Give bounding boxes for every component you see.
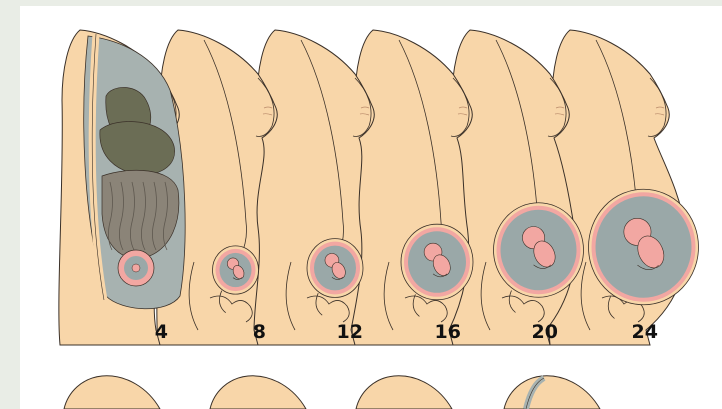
stage-panel-week-12: 12 [254, 30, 374, 345]
week-label: 4 [155, 321, 168, 343]
body-silhouette [352, 30, 472, 345]
week-label: 20 [532, 321, 558, 343]
week-label: 12 [337, 321, 363, 343]
week-label: 24 [632, 321, 658, 343]
embryo [132, 264, 140, 272]
pregnancy-stage-row: 24 20 16 12 8 4 [59, 30, 699, 345]
body-silhouette [254, 30, 374, 345]
week-label: 16 [435, 321, 461, 343]
stage-panel-week-16: 16 [352, 30, 473, 345]
week-label: 8 [253, 321, 266, 343]
